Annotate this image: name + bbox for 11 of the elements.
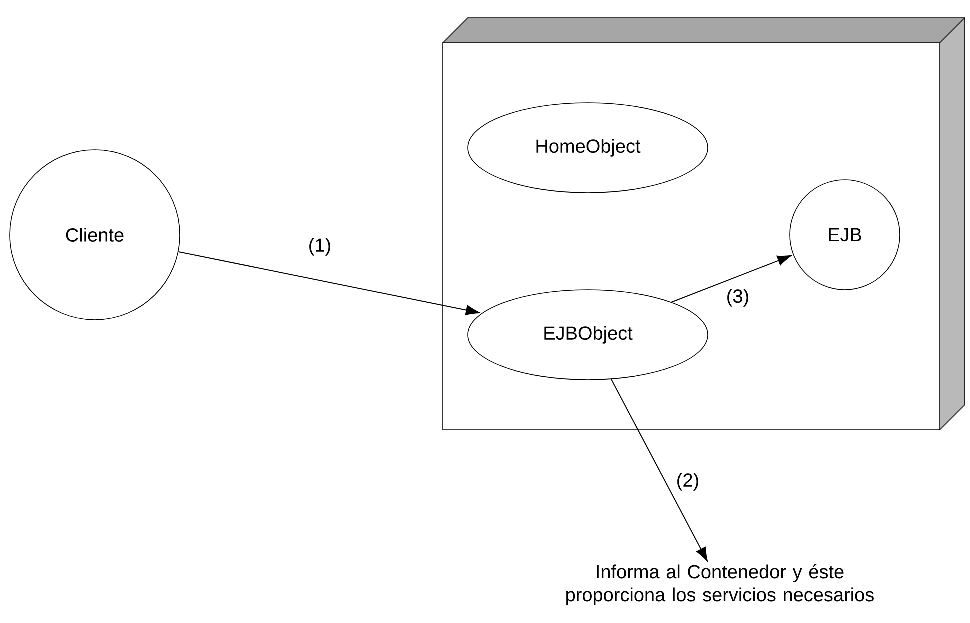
ellipse-node: HomeObject <box>468 102 708 194</box>
edge-label: (3) <box>725 288 751 308</box>
note-text: Informa al Contenedor y éste proporciona los servicios necesarios <box>566 564 874 606</box>
circle-node: EJB <box>790 180 900 290</box>
arrow <box>178 251 480 316</box>
edge-label: (2) <box>675 472 701 492</box>
edge-label: (1) <box>307 237 333 257</box>
ellipse-node: EJBObject <box>468 290 708 380</box>
arrow <box>611 379 708 562</box>
circle-node: Cliente <box>10 150 180 320</box>
arrow <box>671 255 792 303</box>
